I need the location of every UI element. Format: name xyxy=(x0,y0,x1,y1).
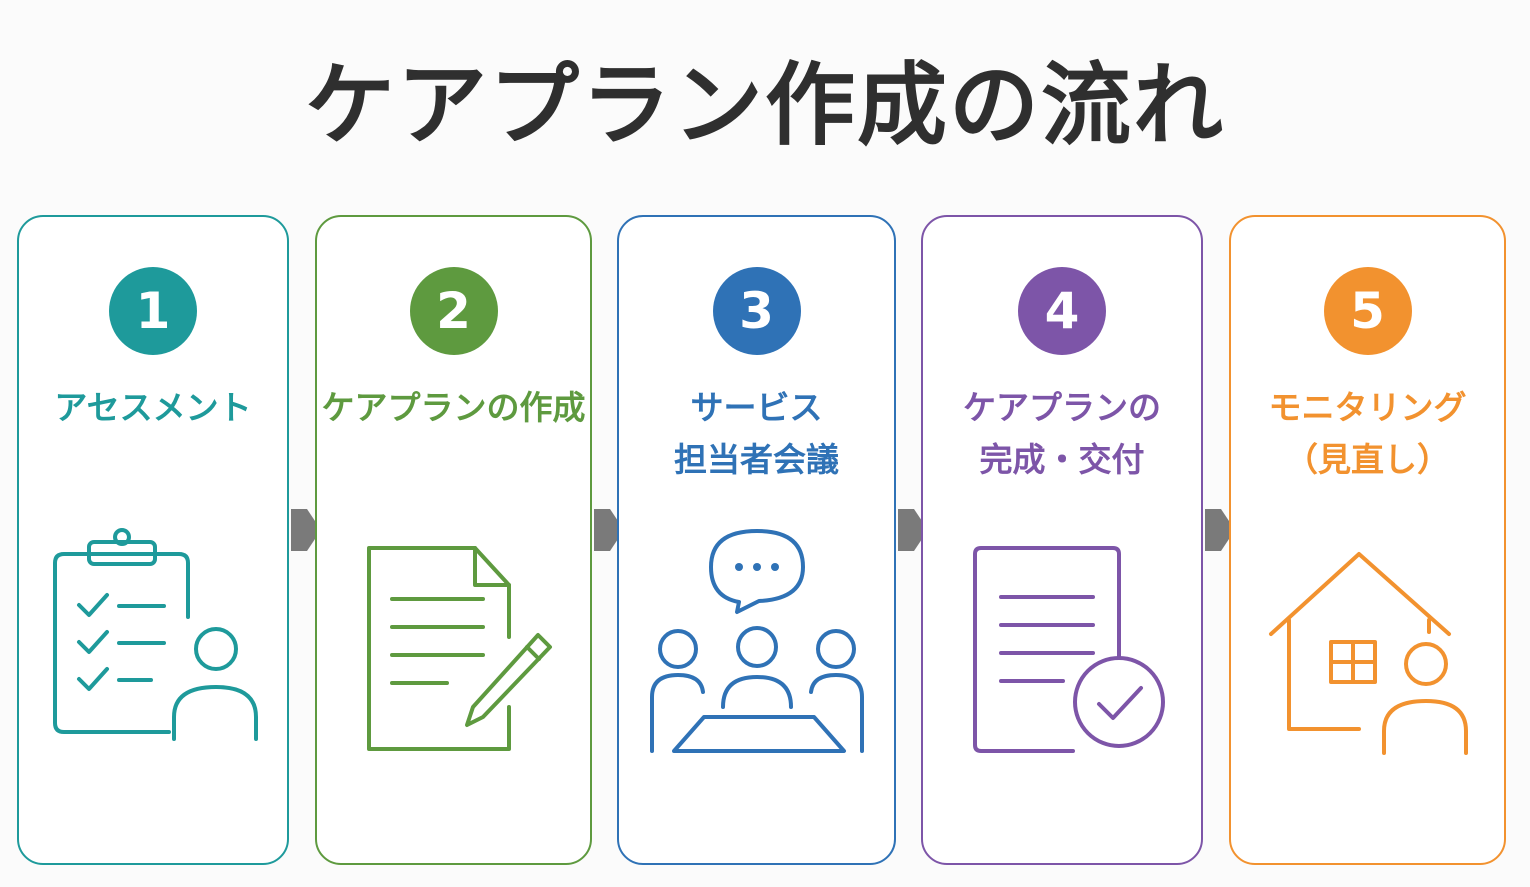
house-person-icon xyxy=(1269,552,1468,755)
step-number-badge: 1 xyxy=(109,267,197,355)
step-label: アセスメント xyxy=(19,382,287,434)
document-checkmark-icon xyxy=(973,546,1165,753)
step-number-badge: 3 xyxy=(712,267,801,355)
arrow-right-icon xyxy=(1205,509,1235,551)
step-label: ケアプランの 完成・交付 xyxy=(923,382,1201,486)
step-card-5: 5 モニタリング （見直し） xyxy=(1229,215,1506,865)
step-label-line1: ケアプランの作成 xyxy=(321,388,586,427)
step-number-badge: 4 xyxy=(1018,267,1106,355)
step-label: モニタリング （見直し） xyxy=(1231,382,1504,486)
arrow-right-icon xyxy=(898,509,928,551)
step-label-line1: モニタリング xyxy=(1268,388,1467,427)
step-label-line1: アセスメント xyxy=(54,388,252,427)
page-title: ケアプラン作成の流れ xyxy=(305,53,1225,158)
step-label: サービス 担当者会議 xyxy=(619,382,894,486)
step-card-2: 2 ケアプランの作成 xyxy=(315,215,592,865)
step-number-badge: 2 xyxy=(409,267,498,355)
step-label-line1: ケアプランの xyxy=(963,388,1161,427)
arrow-right-icon xyxy=(291,509,321,551)
step-label-line2: 完成・交付 xyxy=(979,440,1145,479)
arrow-right-icon xyxy=(594,509,624,551)
step-label: ケアプランの作成 xyxy=(317,382,590,434)
step-label-line2: （見直し） xyxy=(1285,440,1450,479)
step-card-1: 1 アセスメント xyxy=(17,215,289,865)
meeting-people-speech-icon xyxy=(650,529,864,753)
document-pencil-icon xyxy=(367,546,552,751)
step-number-badge: 5 xyxy=(1323,267,1412,355)
step-card-4: 4 ケアプランの 完成・交付 xyxy=(921,215,1203,865)
step-label-line1: サービス xyxy=(690,388,823,427)
step-label-line2: 担当者会議 xyxy=(674,440,839,479)
step-card-3: 3 サービス 担当者会議 xyxy=(617,215,896,865)
clipboard-checklist-person-icon xyxy=(53,528,258,741)
